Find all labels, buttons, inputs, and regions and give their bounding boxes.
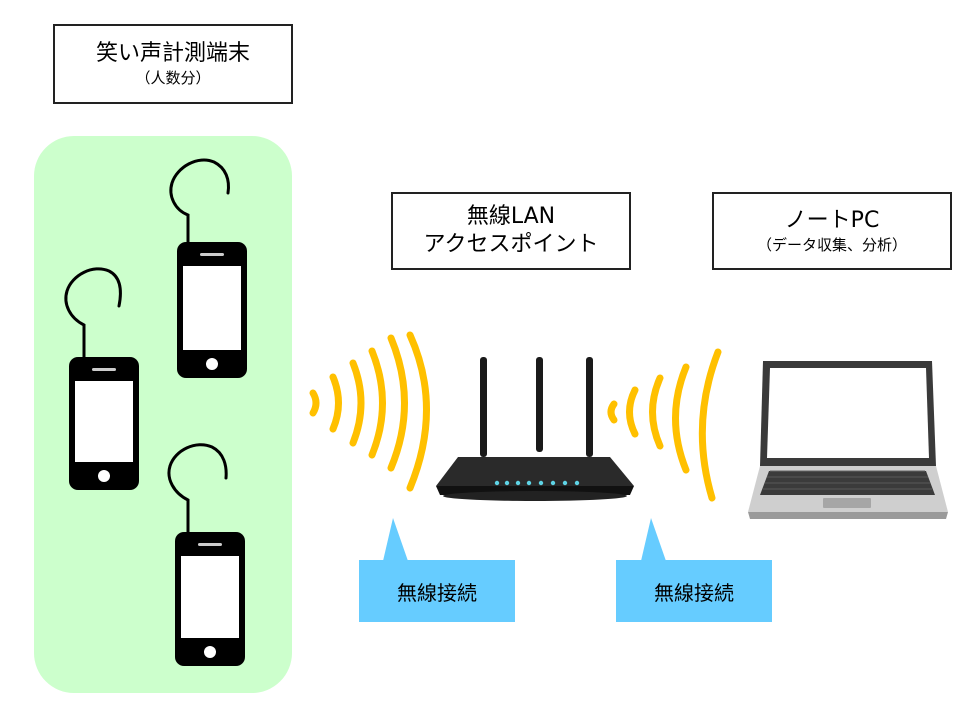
laptop-label-box: ノートPC （データ収集、分析）	[712, 192, 952, 270]
wireless-connection-callout-1: 無線接続	[359, 560, 515, 622]
smartphone-icon	[167, 443, 245, 666]
callout-pointer-2	[641, 518, 666, 561]
wireless-waves-right-icon	[607, 348, 722, 502]
laptop-title: ノートPC	[784, 208, 880, 233]
laptop-icon	[748, 361, 948, 519]
terminal-subtitle: （人数分）	[135, 69, 211, 87]
wireless-waves-left-icon	[309, 331, 430, 492]
wireless-connection-callout-2: 無線接続	[616, 560, 772, 622]
callout-pointer-1	[383, 518, 408, 561]
terminal-label-box: 笑い声計測端末 （人数分）	[53, 24, 293, 104]
laptop-subtitle: （データ収集、分析）	[756, 236, 907, 254]
terminal-title: 笑い声計測端末	[95, 41, 250, 66]
smartphone-icon	[64, 267, 139, 490]
access-point-line2: アクセスポイント	[423, 232, 599, 257]
smartphone-icon	[169, 158, 247, 378]
access-point-line1: 無線LAN	[466, 204, 556, 229]
access-point-label-box: 無線LAN アクセスポイント	[391, 192, 631, 270]
wireless-router-icon	[436, 357, 634, 501]
